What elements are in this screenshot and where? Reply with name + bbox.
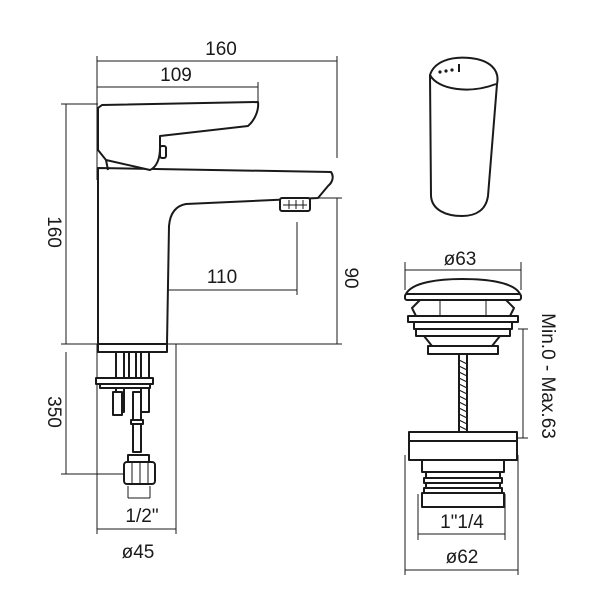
dimension-labels: 160 109 160 110 90 350 1/2" ø45 ø63 Min.… xyxy=(43,39,558,568)
waste-dimension-lines xyxy=(404,262,528,575)
basin-thickness-label: Min.0 - Max.63 xyxy=(537,313,558,439)
tap-body xyxy=(97,101,334,345)
spout-height-label: 90 xyxy=(340,267,361,288)
click-clack-waste xyxy=(404,278,522,508)
width-overall-label: 160 xyxy=(205,39,237,60)
tap-side-view xyxy=(429,56,499,217)
tap-thread-label: 1/2" xyxy=(125,506,158,527)
tail-length-label: 350 xyxy=(43,396,64,428)
base-diameter-label: ø45 xyxy=(122,542,155,563)
tap-fixing-kit xyxy=(95,343,168,485)
body-diameter-label: ø62 xyxy=(446,547,479,568)
waste-thread-label: 1"1/4 xyxy=(440,512,484,533)
spout-reach-label: 110 xyxy=(207,267,237,288)
lever-length-label: 109 xyxy=(160,65,192,86)
height-overall-label: 160 xyxy=(43,216,64,248)
cap-diameter-label: ø63 xyxy=(444,249,477,270)
